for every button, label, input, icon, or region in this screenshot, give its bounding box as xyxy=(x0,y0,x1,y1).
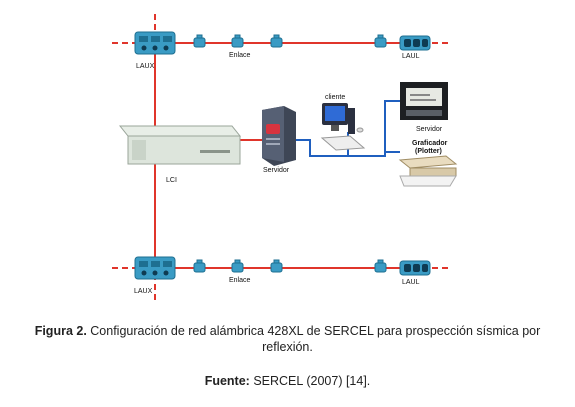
laul-unit-top xyxy=(399,35,431,51)
server-tower-center xyxy=(262,106,296,166)
graficador-label: Graficador xyxy=(412,140,448,147)
lci-device xyxy=(118,125,242,165)
cliente-label: cliente xyxy=(325,94,345,101)
laul-label-bottom: LAUL xyxy=(402,279,420,286)
source-text: SERCEL (2007) [14]. xyxy=(253,374,371,388)
laux-label-bottom: LAUX xyxy=(134,288,153,295)
enlace-label-top: Enlace xyxy=(229,52,251,59)
laul-unit-bottom xyxy=(399,260,431,276)
enlace-label-bottom: Enlace xyxy=(229,277,251,284)
laux-label-top: LAUX xyxy=(136,63,155,70)
plotter-label: (Plotter) xyxy=(415,148,442,155)
figure-text-line1: Configuración de red alámbrica 428XL de … xyxy=(90,324,541,338)
fdu-units-bottom xyxy=(193,259,387,273)
figure-label: Figura 2. xyxy=(34,324,87,338)
plotter-device xyxy=(398,155,458,187)
servidor-label-center: Servidor xyxy=(263,167,290,174)
source-label: Fuente: xyxy=(204,374,250,388)
servidor-label-right: Servidor xyxy=(416,126,443,133)
cliente-workstation xyxy=(320,103,366,151)
laul-label-top: LAUL xyxy=(402,53,420,60)
figure-caption: Figura 2. Configuración de red alámbrica… xyxy=(0,323,575,355)
network-diagram: LAUX Enlace LAUL LCI Servidor c xyxy=(112,14,458,300)
laux-unit-bottom xyxy=(134,256,176,280)
fdu-units-top xyxy=(193,34,387,48)
source-caption: Fuente: SERCEL (2007) [14]. xyxy=(0,373,575,389)
lci-label: LCI xyxy=(166,177,177,184)
laux-unit-top xyxy=(134,31,176,55)
server-right xyxy=(400,82,448,120)
figure-text-line2: reflexión. xyxy=(262,340,313,354)
